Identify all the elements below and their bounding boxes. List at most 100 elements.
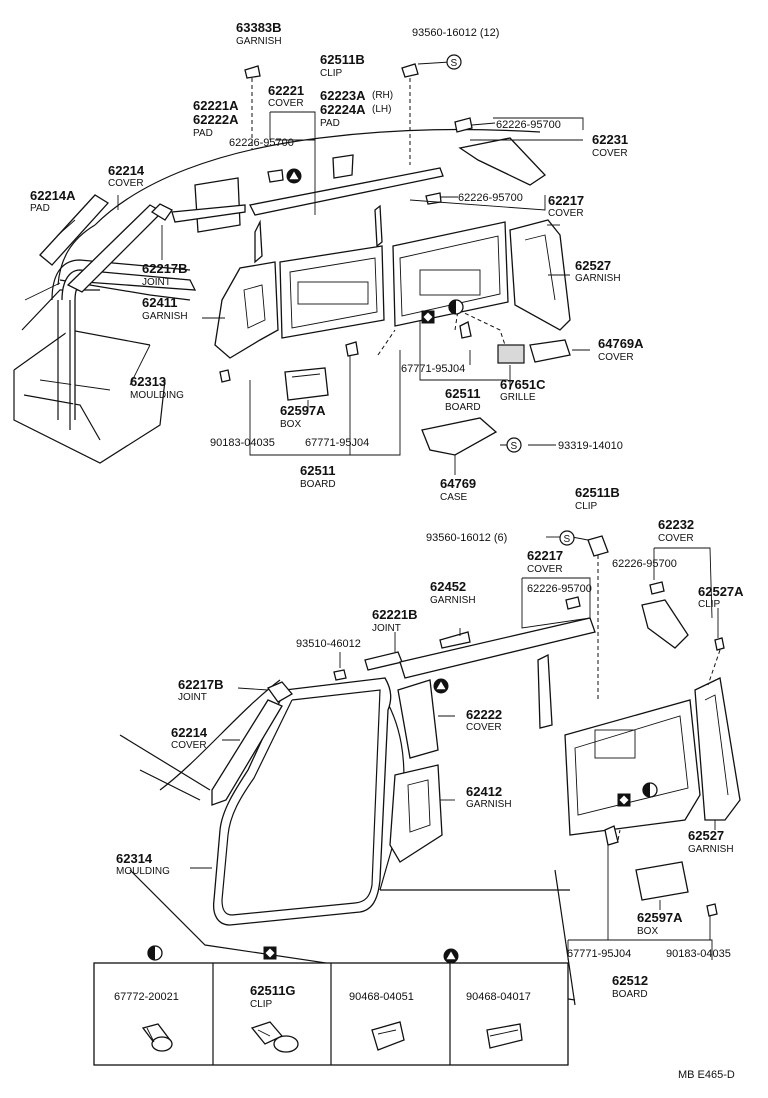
- box-62597A-top: [284, 367, 329, 401]
- pn-90183-bottom: 90183-04035: [666, 948, 731, 960]
- pn-93560-6: 93560-16012 (6): [426, 532, 507, 544]
- cover-62232: [641, 599, 689, 649]
- name-62527A: CLIP: [698, 599, 721, 610]
- leader-lines-top: [57, 61, 590, 475]
- push-rivet-icon: [141, 1023, 173, 1052]
- pn-62527-top: 62527: [575, 258, 611, 273]
- cover-62214-bottom: [211, 699, 283, 806]
- top-vehicle-body: [13, 128, 541, 464]
- box-62597A-bottom: [635, 861, 689, 901]
- legend-pn-4: 90468-04017: [466, 991, 531, 1003]
- board-62511-left: [254, 219, 385, 339]
- name-67651C: GRILLE: [500, 392, 536, 403]
- board-62512: [564, 699, 701, 836]
- pad-62221A: [194, 177, 241, 233]
- clip-90468-04051-icon: [371, 1021, 405, 1051]
- pn-67651C: 67651C: [500, 377, 546, 392]
- pn-62214-top: 62214: [108, 163, 145, 178]
- pad-62223A: [332, 154, 354, 179]
- suffix-62223A: (RH): [372, 90, 393, 101]
- diamond-square-icon: [421, 310, 435, 324]
- joint-62217B-bottom: [267, 681, 293, 703]
- pn-62232: 62232: [658, 517, 694, 532]
- name-62221: COVER: [268, 98, 304, 109]
- cover-62231: [458, 137, 547, 186]
- pn-62226-d: 62226-95700: [612, 558, 677, 570]
- pn-62221B: 62221B: [372, 607, 418, 622]
- garnish-62411: [214, 261, 279, 359]
- pn-62223A: 62223A: [320, 88, 366, 103]
- pn-62217B-bottom: 62217B: [178, 677, 224, 692]
- pn-62597A-top: 62597A: [280, 403, 326, 418]
- pn-62411: 62411: [142, 295, 177, 310]
- leader-lines-bottom: [190, 536, 721, 960]
- name-62511-board-left: BOARD: [300, 479, 336, 490]
- pn-67771-top: 67771-95J04: [401, 363, 465, 375]
- name-62217B-bottom: JOINT: [178, 692, 207, 703]
- garnish-62412: [389, 764, 443, 863]
- pn-62226-b: 62226-95700: [496, 119, 561, 131]
- triangle-circle-icon: [433, 678, 449, 694]
- diamond-square-icon: [617, 793, 631, 807]
- pn-62221A: 62221A: [193, 98, 239, 113]
- pn-62527A: 62527A: [698, 584, 744, 599]
- pn-62217-top: 62217: [548, 193, 584, 208]
- name-62217-top: COVER: [548, 208, 584, 219]
- garnish-62527-top: [509, 219, 571, 331]
- name-62597A-top: BOX: [280, 419, 301, 430]
- name-62223A: PAD: [320, 118, 340, 129]
- pn-62226-e: 62226-95700: [527, 583, 592, 595]
- name-62222: COVER: [466, 722, 502, 733]
- pn-62226-c: 62226-95700: [458, 192, 523, 204]
- legend-pn-3: 90468-04051: [349, 991, 414, 1003]
- half-circle-icon: [147, 945, 163, 961]
- triangle-circle-icon: [443, 948, 459, 964]
- pad-62214A: [39, 194, 110, 266]
- fasteners-top: [219, 321, 472, 383]
- name-62217B-top: JOINT: [142, 277, 171, 288]
- name-62512: BOARD: [612, 989, 648, 1000]
- diamond-square-icon: [263, 946, 277, 960]
- board-62511-right: [374, 204, 509, 327]
- name-63383B: GARNISH: [236, 36, 282, 47]
- name-62511B-bottom: CLIP: [575, 501, 598, 512]
- name-62221B: JOINT: [372, 623, 401, 634]
- name-62214-bottom: COVER: [171, 740, 207, 751]
- pn-62512: 62512: [612, 973, 648, 988]
- pn-62527-bottom: 62527: [688, 828, 724, 843]
- pn-62511B-top: 62511B: [320, 52, 365, 67]
- pn-90183-top: 90183-04035: [210, 437, 275, 449]
- pn-62313: 62313: [130, 374, 166, 389]
- pn-93319: 93319-14010: [558, 440, 623, 452]
- legend-table: 67772-20021 62511G CLIP 90468-04051 9046…: [93, 945, 569, 1066]
- name-64769: CASE: [440, 492, 468, 503]
- cover-64769A: [497, 339, 571, 364]
- suffix-62224A: (LH): [372, 104, 391, 115]
- pn-62511-board-right: 62511: [445, 386, 480, 401]
- name-62411: GARNISH: [142, 311, 188, 322]
- pn-62452: 62452: [430, 579, 466, 594]
- half-circle-icon: [448, 299, 464, 315]
- legend-name-2: CLIP: [250, 999, 273, 1010]
- pn-62222A: 62222A: [193, 112, 239, 127]
- pn-93560-12: 93560-16012 (12): [412, 27, 499, 39]
- name-62217-bottom: COVER: [527, 564, 563, 575]
- pn-67771-mid: 67771-95J04: [305, 437, 369, 449]
- cover-62222: [397, 679, 439, 759]
- name-62214-top: COVER: [108, 178, 144, 189]
- pn-62231: 62231: [592, 132, 628, 147]
- s-mark-letter: S: [451, 58, 458, 69]
- diagram-code: MB E465-D: [678, 1069, 735, 1081]
- pn-62412: 62412: [466, 784, 502, 799]
- pn-63383B: 63383B: [236, 20, 282, 35]
- pn-62511-board-left: 62511: [300, 463, 335, 478]
- fasteners-bottom: [333, 535, 725, 917]
- name-62314: MOULDING: [116, 866, 170, 877]
- name-62511B-top: CLIP: [320, 68, 343, 79]
- name-62511-board-right: BOARD: [445, 402, 481, 413]
- name-62231: COVER: [592, 148, 628, 159]
- strip-62217-bottom: [364, 617, 596, 729]
- name-62221A: PAD: [193, 128, 213, 139]
- pn-62597A-bottom: 62597A: [637, 910, 683, 925]
